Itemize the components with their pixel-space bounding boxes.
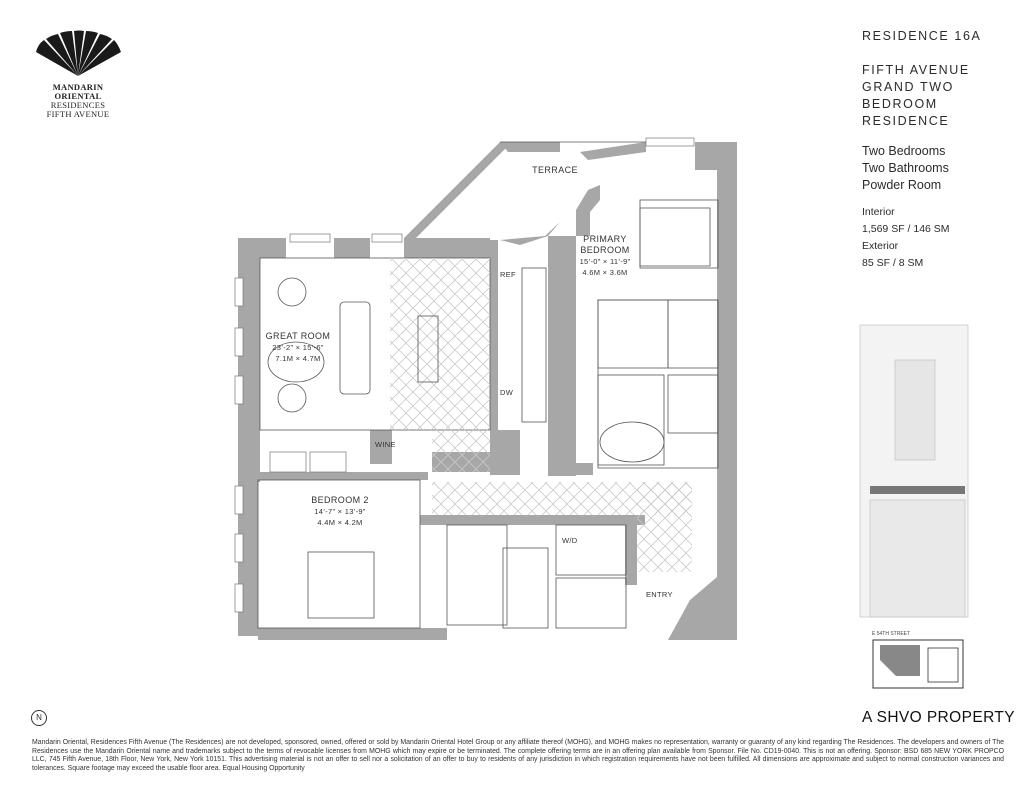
brand-name: MANDARIN ORIENTAL RESIDENCES FIFTH AVENU… bbox=[46, 82, 110, 119]
great-room-label: GREAT ROOM 23’-2” × 15’-6” 7.1M × 4.7M bbox=[265, 331, 331, 363]
foyer-floor bbox=[432, 430, 490, 472]
residence-features: Two Bedrooms Two Bathrooms Powder Room bbox=[862, 144, 949, 192]
bedroom-2-label: BEDROOM 2 14’-7” × 13’-9” 4.4M × 4.2M bbox=[311, 495, 369, 527]
entry-floor bbox=[637, 482, 692, 572]
windows bbox=[234, 137, 695, 613]
terrace-label: TERRACE bbox=[532, 165, 578, 175]
fan-logo-icon bbox=[36, 30, 121, 76]
wine-label: WINE bbox=[375, 440, 396, 449]
exterior-value: 85 SF / 8 SM bbox=[862, 257, 924, 269]
wd-label: W/D bbox=[562, 536, 578, 545]
residence-areas: Interior 1,569 SF / 146 SM Exterior 85 S… bbox=[862, 204, 1022, 272]
entry-label: ENTRY bbox=[646, 590, 673, 599]
primary-bedroom-label: PRIMARY BEDROOM 15’-0” × 11’-9” 4.6M × 3… bbox=[579, 234, 631, 277]
north-arrow-icon: N bbox=[31, 710, 47, 726]
interior-value: 1,569 SF / 146 SM bbox=[862, 223, 950, 235]
residence-subtitle: FIFTH AVENUE GRAND TWO BEDROOM RESIDENCE bbox=[862, 63, 970, 128]
building-elevation bbox=[859, 324, 969, 618]
brand-logo: MANDARIN ORIENTAL RESIDENCES FIFTH AVENU… bbox=[28, 30, 128, 119]
furniture bbox=[267, 207, 711, 619]
interior-label: Interior bbox=[862, 206, 895, 218]
dining-floor bbox=[390, 258, 490, 430]
legal-disclaimer: Mandarin Oriental, Residences Fifth Aven… bbox=[32, 739, 1004, 772]
residence-title: RESIDENCE 16A bbox=[862, 29, 982, 43]
residence-info: RESIDENCE 16A FIFTH AVENUE GRAND TWO BED… bbox=[862, 28, 1022, 272]
dw-label: DW bbox=[500, 388, 514, 397]
keyplan-street: E 54TH STREET bbox=[872, 631, 911, 637]
exterior-label: Exterior bbox=[862, 240, 899, 252]
interior-lines bbox=[257, 141, 719, 629]
shvo-brand: A SHVO PROPERTY bbox=[862, 709, 1016, 726]
exterior-walls bbox=[238, 142, 737, 640]
key-plan bbox=[872, 639, 964, 689]
ref-label: REF bbox=[500, 270, 516, 279]
